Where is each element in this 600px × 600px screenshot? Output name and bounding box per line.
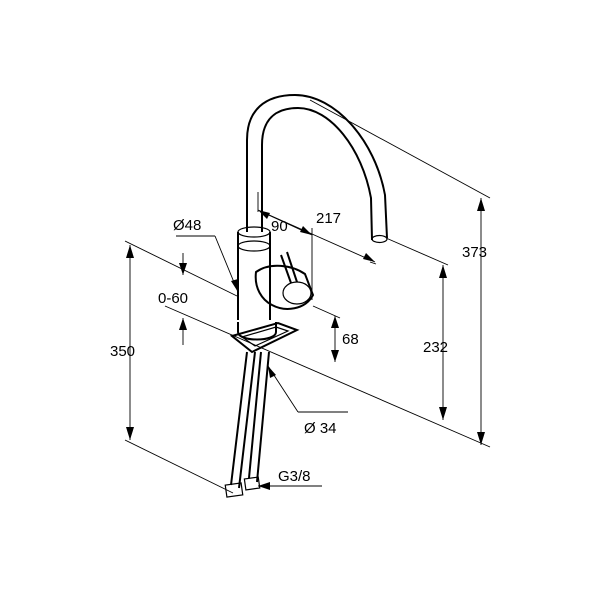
label-90: 90 <box>271 218 288 235</box>
label-350: 350 <box>110 343 135 360</box>
label-373: 373 <box>462 244 487 261</box>
fitting-left <box>224 482 244 498</box>
lever-cap <box>282 281 312 305</box>
spout-tip <box>371 234 388 244</box>
label-diameter-48: Ø48 <box>173 217 201 234</box>
spout-inner <box>261 106 373 241</box>
base-bracket <box>229 321 300 354</box>
body-cylinder <box>237 232 271 320</box>
fitting-right <box>243 476 261 491</box>
label-0-60: 0-60 <box>158 290 188 307</box>
body-top <box>237 226 271 238</box>
faucet-figure <box>224 93 388 498</box>
hose-left <box>230 351 256 489</box>
label-217: 217 <box>316 210 341 227</box>
lever-handle <box>280 251 298 284</box>
base-ring <box>237 322 277 341</box>
spout-outer <box>246 93 388 239</box>
label-diameter-34: Ø 34 <box>304 420 337 437</box>
label-thread: G3/8 <box>278 468 311 485</box>
base-bracket-inner <box>240 326 290 347</box>
label-68: 68 <box>342 331 359 348</box>
label-232: 232 <box>423 339 448 356</box>
dimension-lines <box>124 99 491 494</box>
lever-housing <box>254 264 315 310</box>
hose-right <box>248 351 270 483</box>
body-band <box>237 240 271 252</box>
